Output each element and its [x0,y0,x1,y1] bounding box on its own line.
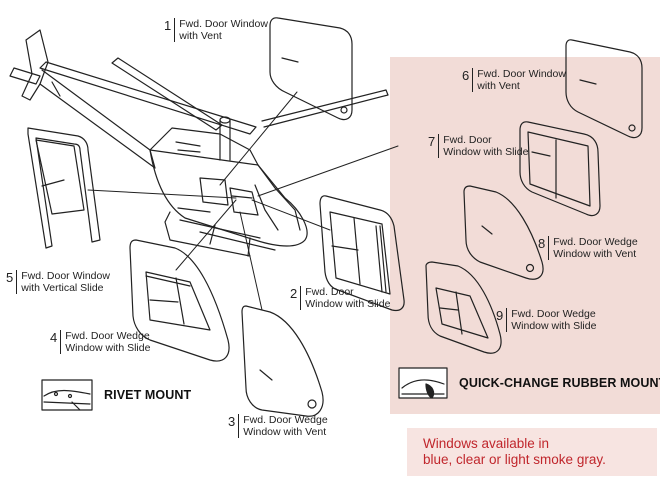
part-label-5: 5 Fwd. Door Window with Vertical Slide [6,270,110,294]
part-name: Fwd. Door Wedge Window with Slide [65,330,151,354]
rivet-mount-label: RIVET MOUNT [104,388,192,402]
part-label-6: 6 Fwd. Door Window with Vent [462,68,566,92]
label-divider [548,236,550,260]
window-7-door-slide [519,121,601,217]
label-divider [16,270,18,294]
part-name: Fwd. Door Window with Vent [179,18,268,42]
part-name: Fwd. Door Wedge Window with Vent [553,236,638,260]
availability-note-box: Windows available in blue, clear or ligh… [407,428,657,476]
label-divider [174,18,176,42]
part-number: 2 [290,286,298,301]
part-number: 5 [6,270,14,285]
part-name: Fwd. Door Wedge Window with Vent [243,414,328,438]
rubber-mount-label: QUICK-CHANGE RUBBER MOUNT [459,376,660,390]
window-1-door-vent [269,17,353,121]
label-divider [472,68,474,92]
label-divider [238,414,240,438]
part-label-1: 1 Fwd. Door Window with Vent [164,18,268,42]
label-divider [60,330,62,354]
part-name: Fwd. Door Window with Vertical Slide [21,270,110,294]
part-label-8: 8 Fwd. Door Wedge Window with Vent [538,236,638,260]
window-6-door-vent [565,39,643,139]
part-label-2: 2 Fwd. Door Window with Slide [290,286,390,310]
window-3-wedge-vent [241,305,324,417]
part-number: 8 [538,236,546,251]
helicopter-illustration [9,29,389,257]
rubber-mount-icon [398,367,448,399]
window-9-wedge-slide [425,261,502,354]
leader-lines [87,91,399,311]
rubber-mount-panel [390,57,660,414]
rivet-mount-icon [41,379,93,411]
part-number: 9 [496,308,504,323]
window-8-wedge-vent [463,185,544,280]
availability-note: Windows available in blue, clear or ligh… [423,436,606,467]
part-label-3: 3 Fwd. Door Wedge Window with Vent [228,414,328,438]
part-name: Fwd. Door Window with Slide [443,134,529,158]
part-label-4: 4 Fwd. Door Wedge Window with Slide [50,330,150,354]
part-number: 1 [164,18,172,33]
window-5-vertical-slide [27,127,101,249]
label-divider [506,308,508,332]
part-label-9: 9 Fwd. Door Wedge Window with Slide [496,308,596,332]
window-4-wedge-slide [129,239,230,362]
part-number: 3 [228,414,236,429]
window-2-door-slide [319,195,405,312]
part-number: 7 [428,134,436,149]
part-name: Fwd. Door Wedge Window with Slide [511,308,597,332]
part-name: Fwd. Door Window with Slide [305,286,391,310]
label-divider [438,134,440,158]
part-name: Fwd. Door Window with Vent [477,68,566,92]
part-number: 6 [462,68,470,83]
part-number: 4 [50,330,58,345]
label-divider [300,286,302,310]
part-label-7: 7 Fwd. Door Window with Slide [428,134,528,158]
